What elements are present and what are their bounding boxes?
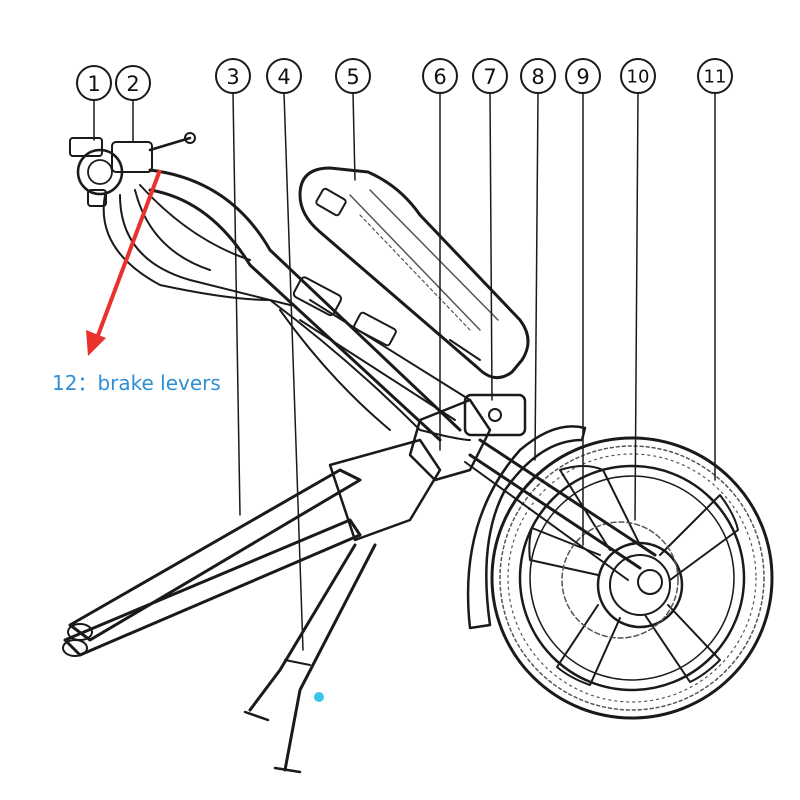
callout-8: 8 [520, 58, 556, 461]
callout-4: 4 [266, 58, 304, 651]
callout-1: 1 [76, 65, 112, 141]
battery-lock-shape [463, 393, 527, 437]
callout-2: 2 [115, 65, 151, 143]
disc-brake-shape [561, 521, 679, 639]
red-arrow-head [86, 330, 106, 356]
callout-5: 5 [335, 58, 371, 181]
callout-7-number: 7 [483, 65, 496, 89]
kickstand-shape [243, 543, 377, 774]
handcycle-drawing [62, 132, 774, 774]
callout-6-number: 6 [433, 65, 446, 89]
callout-1-number: 1 [87, 72, 100, 96]
wheel-spokes [528, 465, 739, 686]
callout-6: 6 [422, 58, 458, 451]
hub-motor-shape [596, 541, 684, 629]
callout-3: 3 [215, 58, 251, 516]
callout-7: 7 [472, 58, 508, 401]
callout-9: 9 [565, 58, 601, 546]
handlebar-controls [69, 132, 196, 207]
callout-5-number: 5 [346, 65, 359, 89]
kickstand-cyan-marker [314, 692, 324, 702]
fender [466, 425, 587, 630]
callout-10: 10 [620, 58, 656, 521]
callout-4-number: 4 [277, 65, 290, 89]
callout-2-number: 2 [126, 72, 139, 96]
callout-8-number: 8 [531, 65, 544, 89]
control-display-shape [111, 141, 153, 173]
brake-levers-pointer [86, 169, 162, 356]
steering-head-shape [408, 393, 527, 482]
brake-levers-note: 12：brake levers [52, 371, 221, 395]
front-wheel [490, 436, 774, 720]
handlebar-and-steering-tube [148, 168, 471, 442]
red-arrow-line [95, 169, 162, 339]
callout-11: 11 [697, 58, 733, 481]
callout-9-number: 9 [576, 65, 589, 89]
callout-10-number: 10 [627, 67, 650, 88]
clamp-frame-shape [62, 438, 442, 657]
front-fork-shape [464, 438, 657, 581]
battery-shape [298, 166, 530, 380]
callout-11-number: 11 [704, 67, 727, 88]
callout-3-number: 3 [226, 65, 239, 89]
